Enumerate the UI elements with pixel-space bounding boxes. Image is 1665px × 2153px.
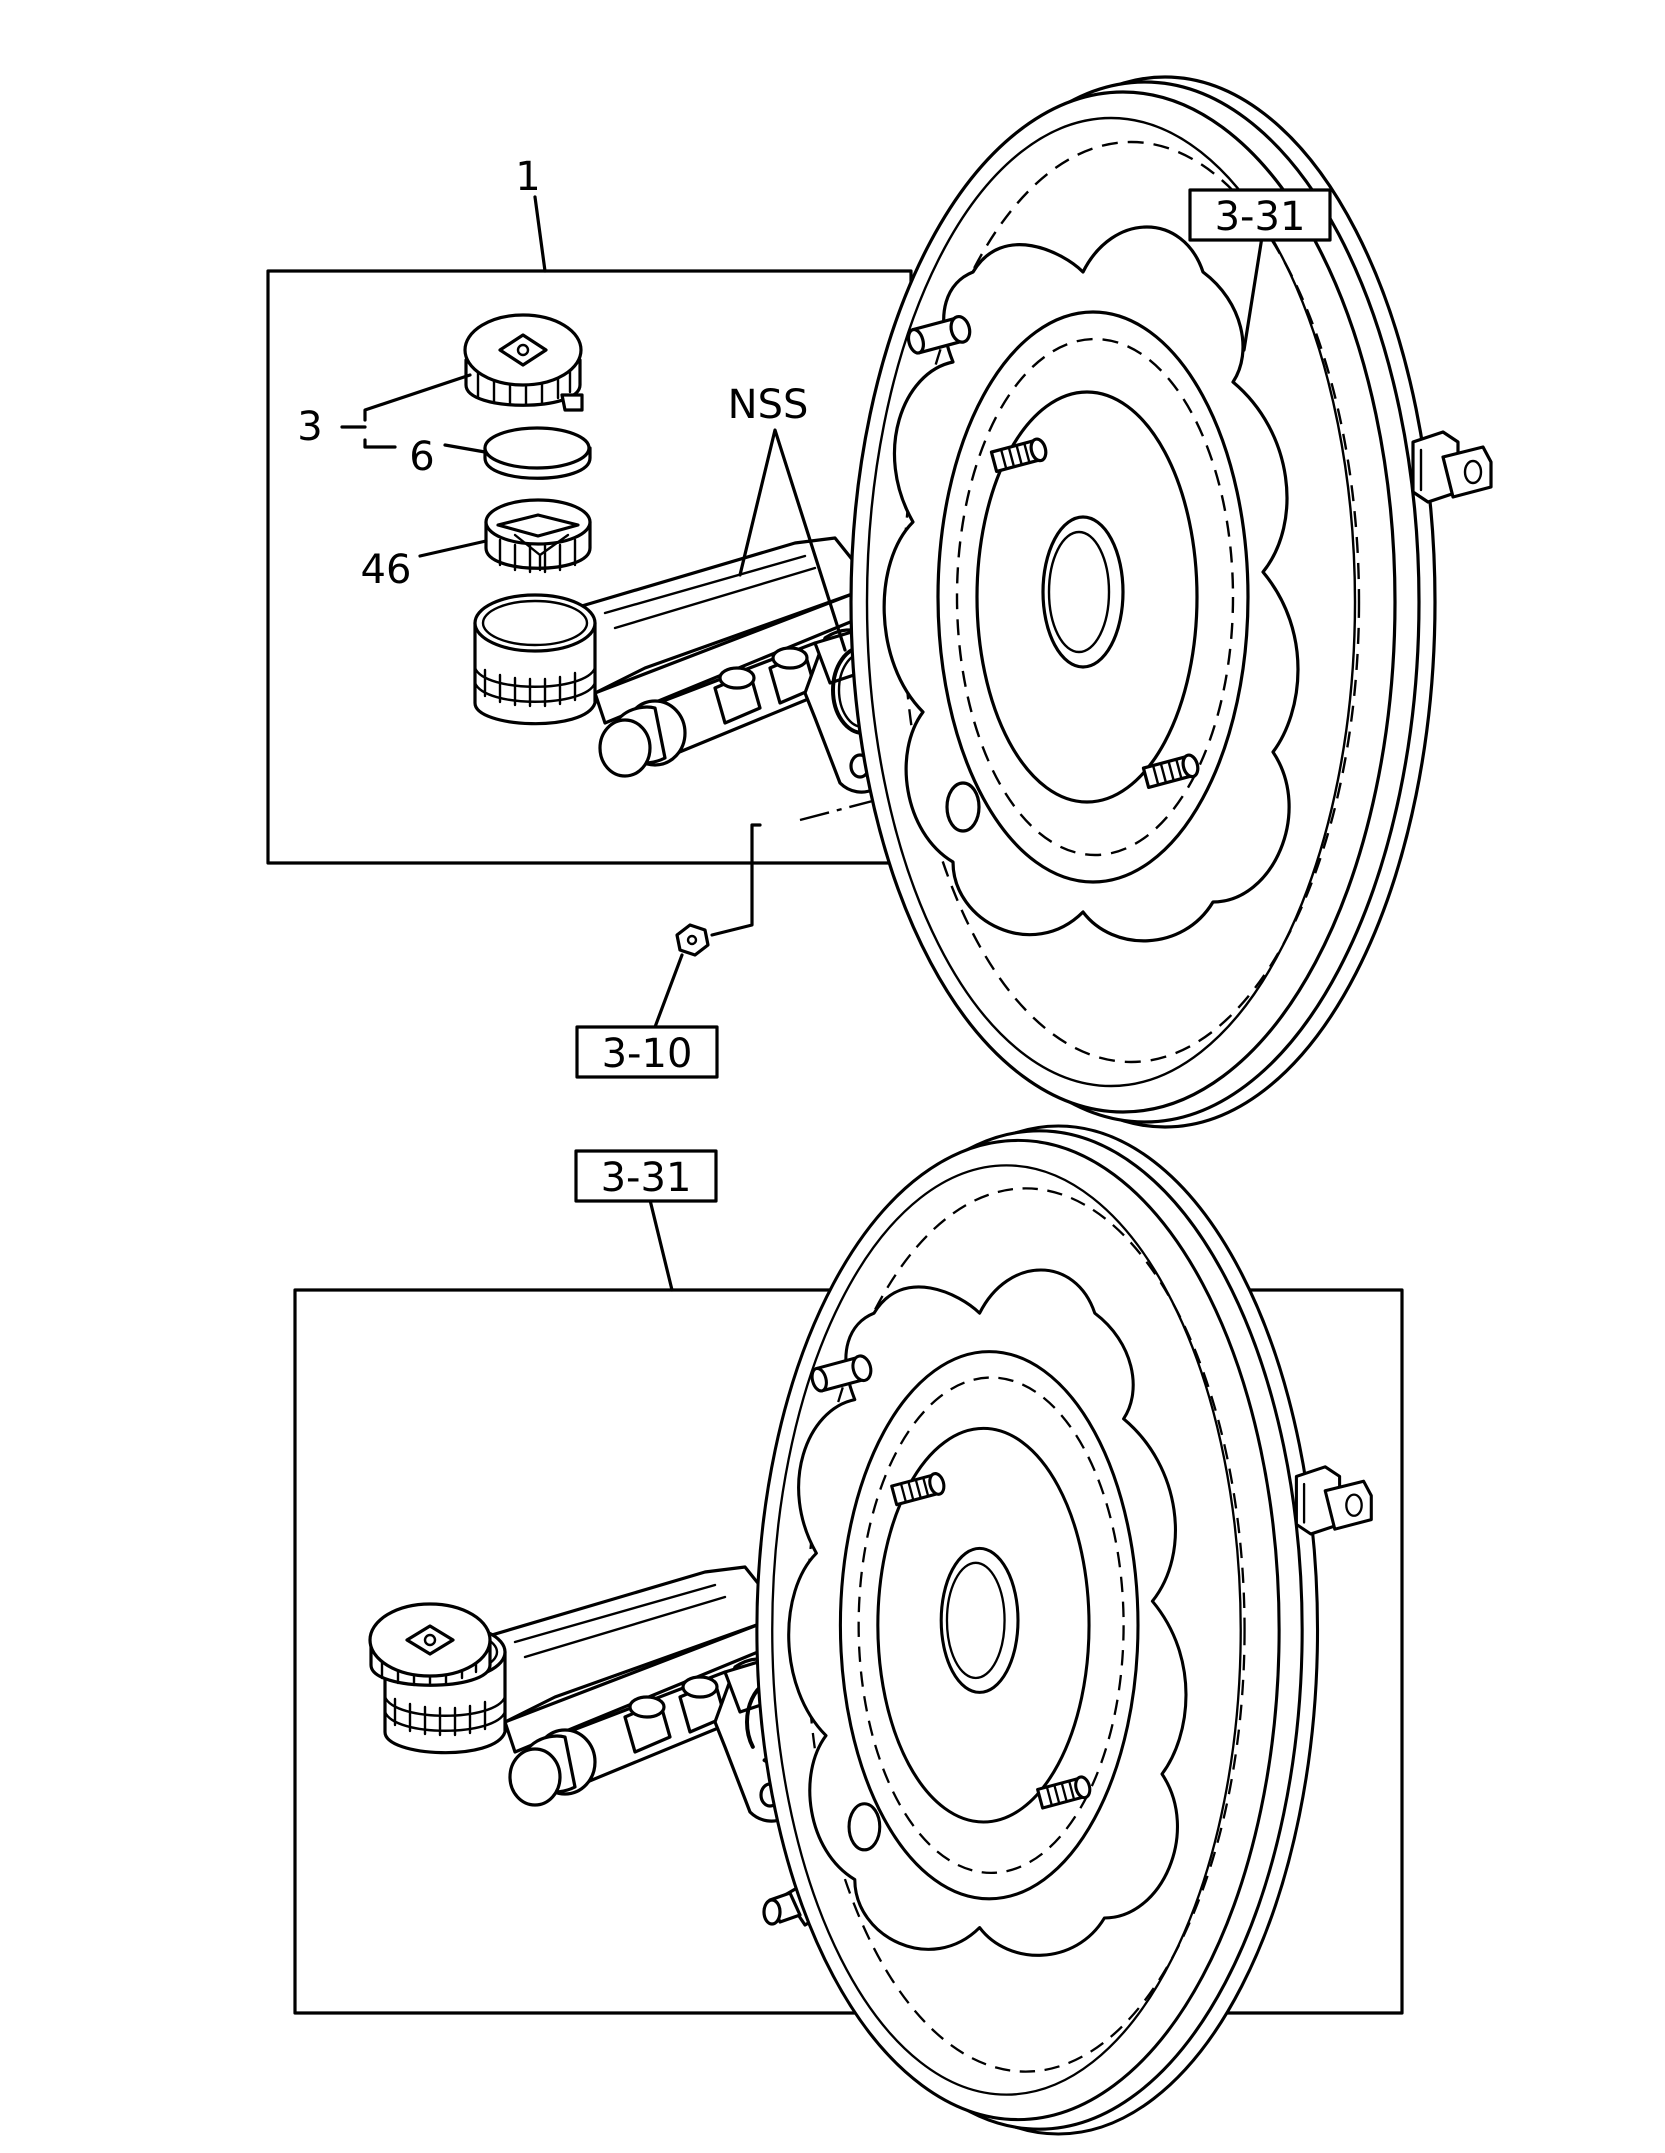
callout-assembly: 1	[515, 154, 540, 200]
master-cylinder-icon	[473, 536, 889, 794]
reservoir-cap-lower-icon	[368, 1602, 492, 1687]
upper-assembly-figure	[266, 75, 1493, 1129]
svg-text:3-31: 3-31	[1215, 194, 1306, 240]
reference-box-nut[interactable]: 3-10	[575, 1025, 719, 1079]
lower-assembly-figure	[293, 1124, 1404, 2136]
callout-cap-set: 3	[297, 404, 322, 450]
callout-cap-seal: 6	[409, 434, 434, 480]
brake-booster-icon	[849, 75, 1493, 1129]
svg-text:3-10: 3-10	[602, 1031, 693, 1077]
reservoir-cap-icon	[463, 313, 584, 412]
reference-box-booster-upper[interactable]: 3-31	[1188, 188, 1332, 242]
callout-nss: NSS	[728, 382, 809, 428]
reservoir-strainer-icon	[484, 498, 592, 574]
flange-nut-icon	[675, 923, 710, 957]
svg-text:3-31: 3-31	[601, 1155, 692, 1201]
cap-seal-icon	[483, 426, 592, 480]
brake-booster-lower-icon	[755, 1124, 1373, 2136]
callout-strainer: 46	[361, 547, 412, 593]
reference-box-booster-lower[interactable]: 3-31	[574, 1149, 718, 1203]
